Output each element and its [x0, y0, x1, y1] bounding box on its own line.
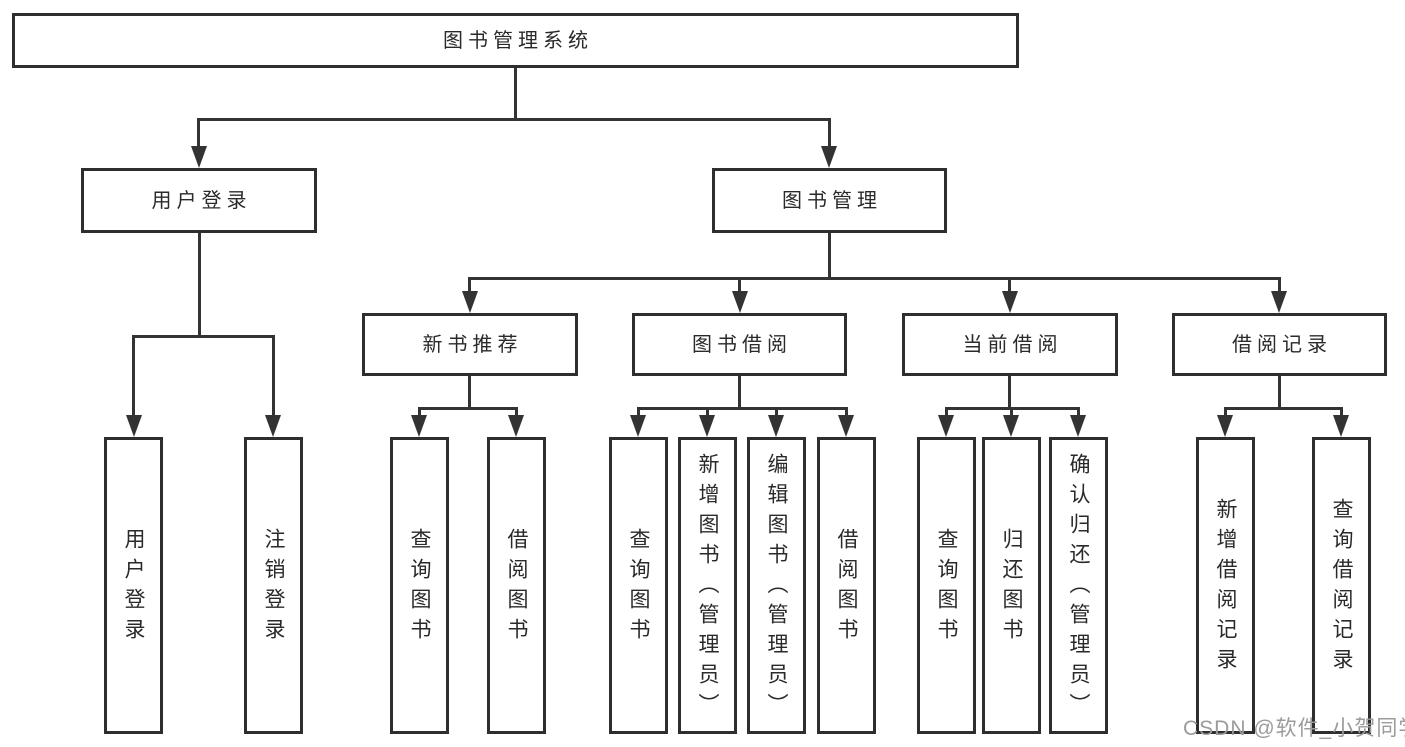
drop-line: [845, 407, 848, 415]
root-stub-line: [514, 68, 517, 118]
leaf-user-login: 用户登录: [104, 437, 163, 734]
arrow-down-icon: [191, 146, 207, 168]
node-book-management-branch: 图书管理: [712, 168, 947, 233]
csdn-watermark: CSDN @软件_小贺同学: [1183, 717, 1405, 740]
drop-line: [1224, 407, 1227, 415]
arrow-down-icon: [1271, 291, 1287, 313]
arrow-down-icon: [126, 415, 142, 437]
new-book-stub-line: [468, 376, 471, 407]
arrow-down-icon: [821, 146, 837, 168]
drop-line-leaf-user-login: [132, 335, 135, 415]
drop-line-book-borrow: [738, 277, 741, 293]
arrow-down-icon: [265, 415, 281, 437]
drop-line: [945, 407, 948, 415]
leaf-borrow-books-2: 借阅图书: [817, 437, 876, 734]
arrow-down-icon: [1333, 415, 1349, 437]
arrow-down-icon: [1070, 415, 1086, 437]
book-mgmt-stub-line: [828, 233, 831, 277]
drop-line: [418, 407, 421, 415]
leaf-add-book-admin: 新增图书（管理员）: [678, 437, 737, 734]
book-borrow-stub-line: [738, 376, 741, 407]
node-user-login-branch: 用户登录: [81, 168, 317, 233]
arrow-down-icon: [838, 415, 854, 437]
arrow-down-icon: [732, 291, 748, 313]
leaf-query-books-1: 查询图书: [390, 437, 449, 734]
borrow-records-branch-line: [1224, 407, 1343, 410]
arrow-down-icon: [699, 415, 715, 437]
leaf-query-books-2: 查询图书: [609, 437, 668, 734]
arrow-down-icon: [1002, 291, 1018, 313]
node-borrowing-records: 借阅记录: [1172, 313, 1387, 376]
user-login-branch-line: [133, 335, 275, 338]
level3-branch-line: [470, 277, 1280, 280]
leaf-edit-book-admin: 编辑图书（管理员）: [747, 437, 806, 734]
arrow-down-icon: [508, 415, 524, 437]
leaf-return-book: 归还图书: [982, 437, 1041, 734]
leaf-confirm-return-admin: 确认归还（管理员）: [1049, 437, 1108, 734]
drop-line: [706, 407, 709, 415]
drop-line-leaf-logout: [272, 335, 275, 415]
arrow-down-icon: [462, 291, 478, 313]
leaf-query-books-3: 查询图书: [917, 437, 976, 734]
node-library-system: 图书管理系统: [12, 13, 1019, 68]
drop-line-book-mgmt: [828, 118, 831, 148]
arrow-down-icon: [630, 415, 646, 437]
drop-line-borrow-records: [1278, 277, 1281, 293]
node-current-borrowing: 当前借阅: [902, 313, 1118, 376]
drop-line: [1010, 407, 1013, 415]
borrow-records-stub-line: [1278, 376, 1281, 407]
node-new-book-recommend: 新书推荐: [362, 313, 578, 376]
drop-line: [515, 407, 518, 415]
drop-line: [1340, 407, 1343, 415]
leaf-query-borrow-record: 查询借阅记录: [1312, 437, 1371, 734]
leaf-add-borrow-record: 新增借阅记录: [1196, 437, 1255, 734]
user-login-stub-line: [198, 233, 201, 335]
arrow-down-icon: [1003, 415, 1019, 437]
leaf-borrow-books-1: 借阅图书: [487, 437, 546, 734]
new-book-branch-line: [418, 407, 518, 410]
drop-line: [775, 407, 778, 415]
leaf-logout: 注销登录: [244, 437, 303, 734]
level2-branch-line: [198, 118, 831, 121]
current-borrow-stub-line: [1008, 376, 1011, 407]
arrow-down-icon: [1217, 415, 1233, 437]
drop-line-current-borrow: [1008, 277, 1011, 293]
arrow-down-icon: [411, 415, 427, 437]
drop-line: [637, 407, 640, 415]
arrow-down-icon: [768, 415, 784, 437]
drop-line-user-login: [197, 118, 200, 148]
drop-line-new-book: [468, 277, 471, 293]
book-borrow-branch-line: [637, 407, 848, 410]
node-book-borrowing: 图书借阅: [632, 313, 847, 376]
arrow-down-icon: [938, 415, 954, 437]
drop-line: [1077, 407, 1080, 415]
